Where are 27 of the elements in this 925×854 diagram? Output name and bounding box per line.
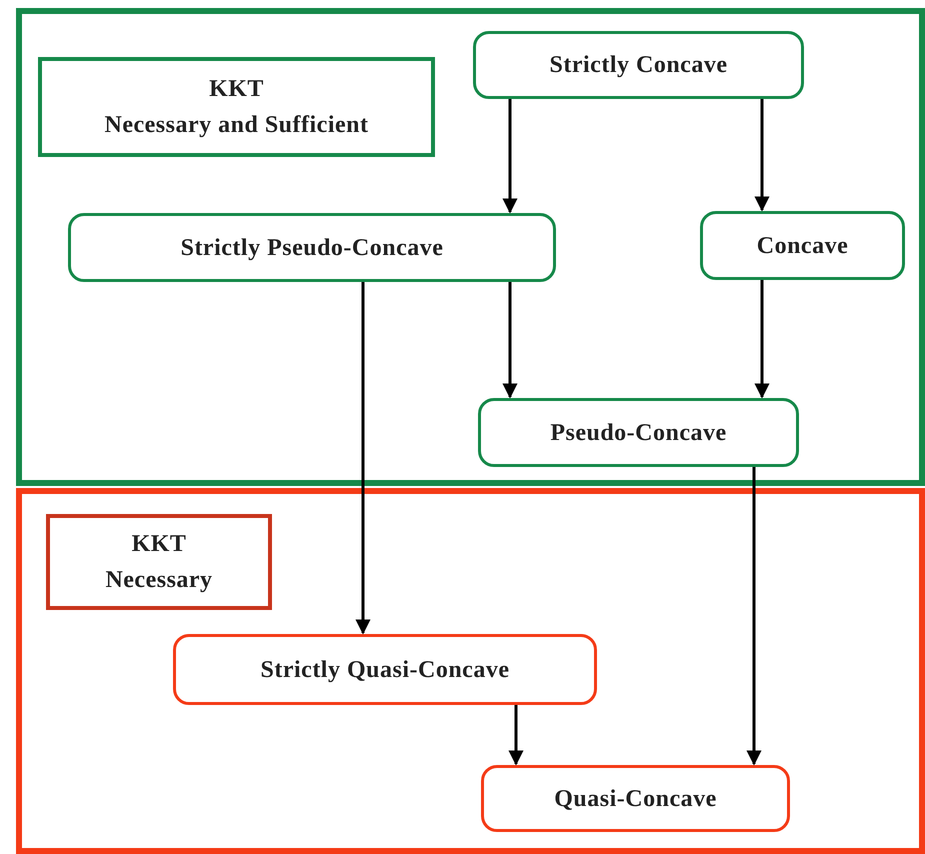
arrow xyxy=(356,282,370,634)
arrow xyxy=(502,282,518,398)
heading-text: KKT xyxy=(132,530,186,559)
rounded-box xyxy=(478,398,799,467)
arrow xyxy=(754,280,770,398)
rounded-box xyxy=(700,211,905,280)
rounded-box xyxy=(173,634,597,705)
node-label: Strictly Pseudo-Concave xyxy=(180,234,444,262)
region-frame xyxy=(16,488,925,854)
arrow xyxy=(508,705,524,766)
region-frame xyxy=(16,8,925,486)
rounded-box xyxy=(473,31,804,99)
node-label: Strictly Concave xyxy=(550,51,728,80)
heading-box xyxy=(38,57,435,157)
arrow xyxy=(746,467,762,766)
node-label: Concave xyxy=(756,232,848,260)
heading-box xyxy=(46,514,272,610)
node-label: Strictly Quasi-Concave xyxy=(260,656,510,684)
rounded-box xyxy=(68,213,556,282)
heading-text: KKT xyxy=(209,75,264,104)
heading-text: Necessary and Sufficient xyxy=(104,111,368,140)
rounded-box xyxy=(481,765,790,832)
heading-text: Necessary xyxy=(105,566,213,595)
node-label: Pseudo-Concave xyxy=(550,418,727,448)
arrow xyxy=(502,99,518,214)
arrow xyxy=(754,99,770,212)
node-label: Quasi-Concave xyxy=(554,784,717,814)
